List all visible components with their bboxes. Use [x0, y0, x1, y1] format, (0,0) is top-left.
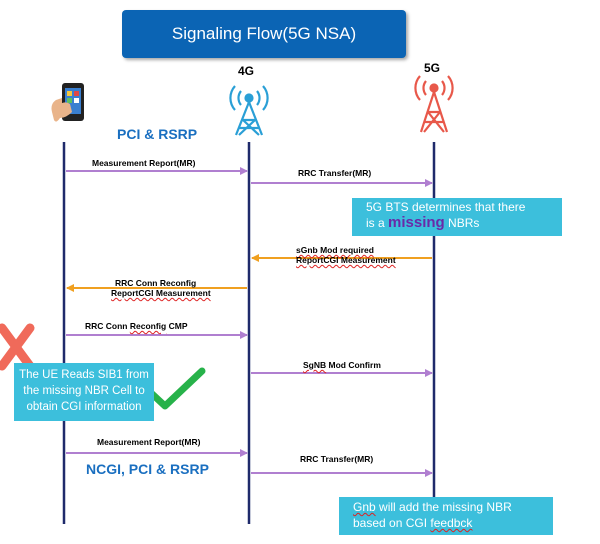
note-ue-reads-sib1: The UE Reads SIB1 from the missing NBR C…	[14, 363, 154, 421]
cross-icon	[0, 323, 35, 371]
label-rrc-transfer-2: RRC Transfer(MR)	[300, 454, 374, 464]
label-cmp-part1: RRC Conn	[85, 321, 130, 331]
tower-4g-icon	[229, 85, 269, 136]
note-missing-nbrs-line2a: is a	[366, 216, 389, 230]
label-cmp-part2: Reconfig	[129, 321, 167, 331]
heading-pci-rsrp: PCI & RSRP	[117, 126, 198, 142]
tower-5g-icon	[414, 75, 454, 133]
note-missing-word: missing	[388, 214, 445, 231]
checkmark-icon	[146, 367, 206, 410]
label-measurement-report-2: Measurement Report(MR)	[97, 437, 201, 447]
label-sgnb-mod-confirm-part2: Mod Confirm	[326, 360, 381, 370]
label-cmp-part3: CMP	[166, 321, 188, 331]
phone-icon	[51, 83, 84, 122]
heading-ncgi-pci-rsrp: NCGI, PCI & RSRP	[86, 461, 209, 477]
note-feedbck-word: feedbck	[430, 516, 473, 530]
note-gnb-will-add-line1: will add the missing NBR	[375, 500, 512, 514]
note-missing-nbrs: 5G BTS determines that there is a missin…	[352, 198, 562, 236]
note-ue-reads-sib1-line3: obtain CGI information	[26, 401, 142, 413]
label-sgnb-mod-confirm: SgNB Mod Confirm	[303, 360, 381, 370]
note-ue-reads-sib1-line1: The UE Reads SIB1 from	[19, 369, 149, 381]
label-rrc-conn-reconfig-cmp: RRC Conn Reconfig CMP	[85, 321, 187, 331]
note-gnb-will-add-line2a: based on CGI	[353, 516, 431, 530]
note-gnb-will-add: Gnb will add the missing NBR based on CG…	[339, 497, 553, 535]
label-rrc-conn-reconfig-line2: ReportCGI Measurement	[111, 288, 211, 298]
label-rrc-conn-reconfig-line1: RRC Conn Reconfig	[115, 278, 197, 288]
note-gnb-word: Gnb	[353, 500, 376, 514]
label-sgnb-mod-required-line1: sGnb Mod required	[296, 245, 374, 255]
label-rrc-transfer-1: RRC Transfer(MR)	[298, 168, 372, 178]
label-sgnb-mod-required-line2: ReportCGI Measurement	[296, 255, 396, 265]
diagram-title: Signaling Flow(5G NSA)	[122, 10, 406, 58]
label-rrc-conn-reconfig: RRC Conn Reconfig ReportCGI Measurement	[111, 278, 211, 298]
node-label-5g: 5G	[424, 61, 441, 75]
label-sgnb-mod-confirm-part1: SgNB	[303, 360, 327, 370]
node-label-4g: 4G	[238, 64, 255, 78]
label-measurement-report-1: Measurement Report(MR)	[92, 158, 196, 168]
label-sgnb-mod-required: sGnb Mod required ReportCGI Measurement	[296, 245, 396, 265]
note-ue-reads-sib1-line2: the missing NBR Cell to	[23, 385, 145, 397]
note-missing-nbrs-line2b: NBRs	[444, 216, 480, 230]
note-missing-nbrs-line1: 5G BTS determines that there	[366, 200, 526, 214]
